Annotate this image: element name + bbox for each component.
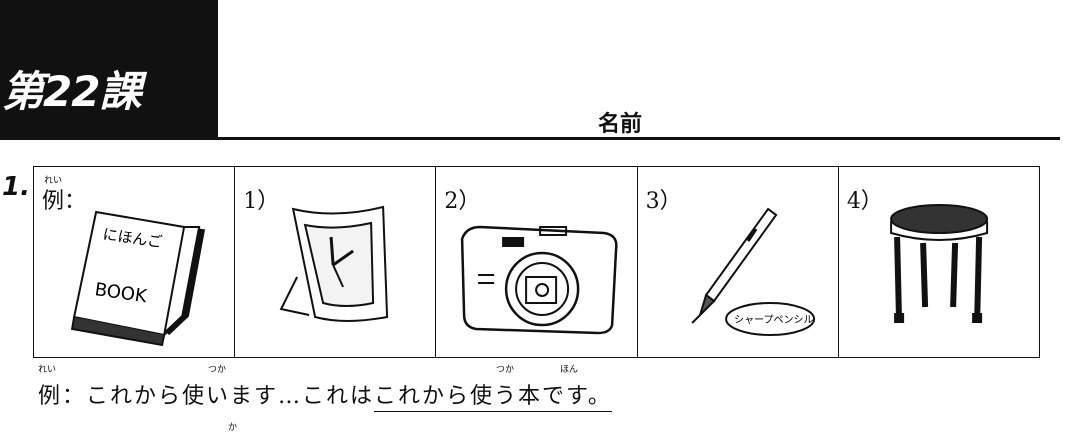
book-cover-title: にほんご [102,225,164,251]
cell-label: 3） [645,189,682,214]
cell-label: 例： [42,189,87,214]
camera-icon [461,225,619,335]
stool-icon [889,204,988,324]
cell-3: 3） シャープペンシル [638,167,839,357]
header-rule [218,137,1060,140]
cell-label: 1） [243,189,280,214]
cell-label: 4） [846,189,883,214]
name-label: 名前 [598,112,643,137]
mechanical-pencil-icon: シャープペンシル [691,207,815,336]
lesson-header-block: 第22課 [0,0,218,140]
cell-4: 4） [839,167,1039,357]
example-answer: これから使う本です。 [374,384,612,412]
question-number: 1. [2,172,30,202]
lesson-title: 第22課 [2,67,141,116]
cell-2: 2） [436,167,638,357]
cell-example: れい 例： にほんご BOOK [34,167,236,357]
ruby-rei: れい [44,176,63,186]
cell-1: 1） [235,167,437,357]
ruby-ka: か [228,423,238,433]
ruby-rei: れい [38,365,57,375]
clock-icon [279,205,389,322]
example-sentence: 例：これから使います…これはこれから使う本です。 [38,378,612,412]
ruby-tsuka: つか [496,365,515,375]
ruby-tsuka: つか [208,365,227,375]
ruby-hon: ほん [560,365,579,375]
book-icon: にほんご BOOK [70,210,206,347]
book-cover-label: BOOK [93,279,149,307]
cell-label: 2） [444,189,481,214]
example-prompt: 例：これから使います…これは [38,384,375,409]
picture-grid: れい 例： にほんご BOOK 1） 2） [33,166,1040,358]
pencil-label: シャープペンシル [734,314,813,326]
